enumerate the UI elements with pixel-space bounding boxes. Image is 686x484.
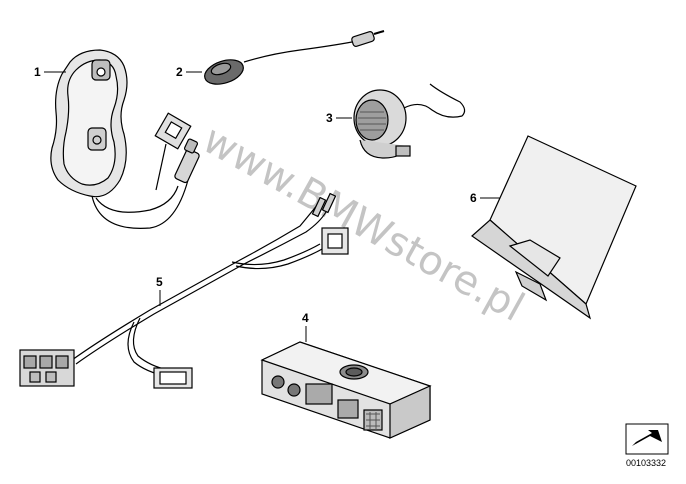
callout-4: 4: [302, 311, 309, 342]
diagram-number: 00103332: [626, 458, 666, 468]
callout-2: 2: [176, 65, 202, 79]
part-2-microphone[interactable]: [202, 30, 385, 89]
part-4-control-unit[interactable]: [260, 341, 432, 439]
part-6-holder[interactable]: [471, 135, 637, 320]
callout-label: 6: [470, 191, 477, 205]
callout-label: 1: [34, 65, 41, 79]
callout-1: 1: [34, 65, 66, 79]
callout-3: 3: [326, 111, 352, 125]
callout-label: 3: [326, 111, 333, 125]
callout-6: 6: [470, 191, 500, 205]
part-1-cradle[interactable]: [50, 49, 200, 229]
arrow-direction-icon: [625, 423, 669, 455]
callout-label: 4: [302, 311, 309, 325]
part-3-speaker[interactable]: [353, 83, 466, 159]
callout-5: 5: [156, 275, 163, 306]
callout-label: 5: [156, 275, 163, 289]
callout-label: 2: [176, 65, 183, 79]
part-5-harness[interactable]: [19, 192, 349, 389]
